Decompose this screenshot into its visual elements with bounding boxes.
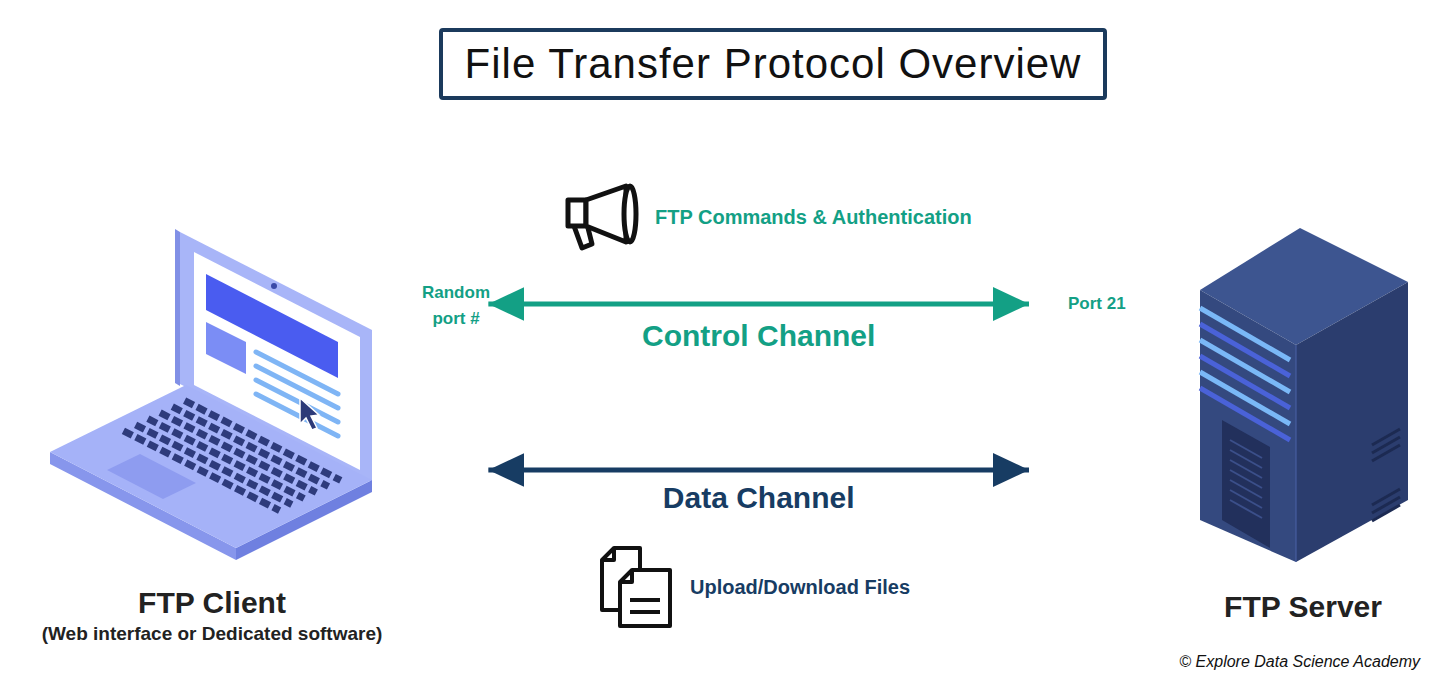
- diagram-title: File Transfer Protocol Overview: [439, 28, 1108, 100]
- laptop-illustration: [136, 425, 292, 505]
- channel-label: Control Channel: [642, 319, 875, 352]
- server-illustration: [1372, 505, 1400, 521]
- laptop-illustration: [206, 274, 338, 378]
- copyright-note: © Explore Data Science Academy: [1179, 652, 1420, 671]
- server-illustration: [1200, 340, 1290, 392]
- laptop-illustration: [185, 401, 341, 481]
- server-illustration: [1372, 437, 1400, 453]
- laptop-illustration: [148, 419, 304, 499]
- laptop-illustration: [236, 480, 372, 560]
- port-label: Port 21: [1068, 294, 1126, 314]
- server-illustration: [1230, 440, 1262, 518]
- server-illustration: [1200, 228, 1408, 562]
- laptop-illustration: [206, 322, 246, 374]
- server-illustration: [1296, 345, 1297, 562]
- server-illustration: [1372, 497, 1400, 513]
- megaphone-icon: [568, 186, 636, 248]
- megaphone-icon: [574, 226, 592, 248]
- node-subtitle: (Web interface or Dedicated software): [42, 621, 383, 647]
- channel-note: Upload/Download Files: [690, 575, 910, 599]
- server-illustration: [1296, 282, 1408, 562]
- laptop-illustration: [172, 407, 328, 487]
- server-illustration: [1230, 490, 1262, 508]
- server-illustration: [1372, 429, 1400, 521]
- laptop-illustration: [123, 401, 340, 511]
- server-illustration: [1230, 500, 1262, 518]
- server-illustration: [1200, 372, 1290, 424]
- megaphone-icon: [586, 186, 626, 242]
- laptop-illustration: [300, 398, 319, 430]
- documents-icon: [620, 570, 632, 582]
- server-illustration: [1372, 489, 1400, 505]
- laptop-illustration: [194, 252, 360, 470]
- laptop-illustration: [180, 232, 372, 482]
- megaphone-icon: [568, 200, 586, 226]
- node-title: FTP Server: [1224, 589, 1382, 625]
- server-illustration: [1372, 429, 1400, 445]
- megaphone-icon: [624, 186, 636, 242]
- laptop-illustration: [256, 366, 338, 408]
- documents-icon: [630, 600, 660, 612]
- laptop-illustration: [175, 229, 180, 386]
- channel-note: FTP Commands & Authentication: [655, 205, 972, 229]
- documents-icon: [602, 548, 670, 626]
- server-illustration: [1230, 480, 1262, 498]
- laptop-illustration: [123, 431, 279, 511]
- laptop-illustration: [256, 394, 338, 436]
- laptop-illustration: [256, 380, 338, 422]
- laptop-illustration: [50, 385, 372, 548]
- server-illustration: [1200, 324, 1290, 376]
- channel-label: Data Channel: [663, 481, 855, 514]
- server-illustration: [1200, 388, 1290, 440]
- node-title: FTP Client: [138, 585, 286, 621]
- documents-icon: [602, 548, 640, 610]
- server-illustration: [1372, 445, 1400, 461]
- control-channel-arrow: [488, 302, 1029, 307]
- server-illustration: [1222, 420, 1270, 548]
- laptop-illustration: [256, 352, 338, 436]
- laptop-illustration: [107, 454, 196, 499]
- laptop-illustration: [50, 452, 236, 560]
- server-illustration: [1200, 228, 1408, 345]
- documents-icon: [602, 548, 614, 560]
- laptop-illustration: [50, 229, 372, 560]
- documents-icon: [620, 570, 670, 626]
- server-illustration: [1200, 308, 1290, 440]
- server-node: FTP Server: [1187, 225, 1419, 625]
- server-illustration: [1200, 308, 1290, 360]
- client-node: FTP Client(Web interface or Dedicated so…: [36, 225, 389, 665]
- server-illustration: [1200, 290, 1296, 562]
- server-illustration: [1230, 450, 1262, 468]
- laptop-illustration: [160, 413, 316, 493]
- laptop-illustration: [271, 283, 277, 289]
- server-illustration: [1230, 440, 1262, 458]
- server-illustration: [1230, 460, 1262, 478]
- server-illustration: [1230, 470, 1262, 488]
- server-illustration: [1200, 356, 1290, 408]
- data-channel-arrow: [488, 468, 1029, 473]
- laptop-illustration: [256, 352, 338, 394]
- port-label: Random port #: [411, 280, 501, 332]
